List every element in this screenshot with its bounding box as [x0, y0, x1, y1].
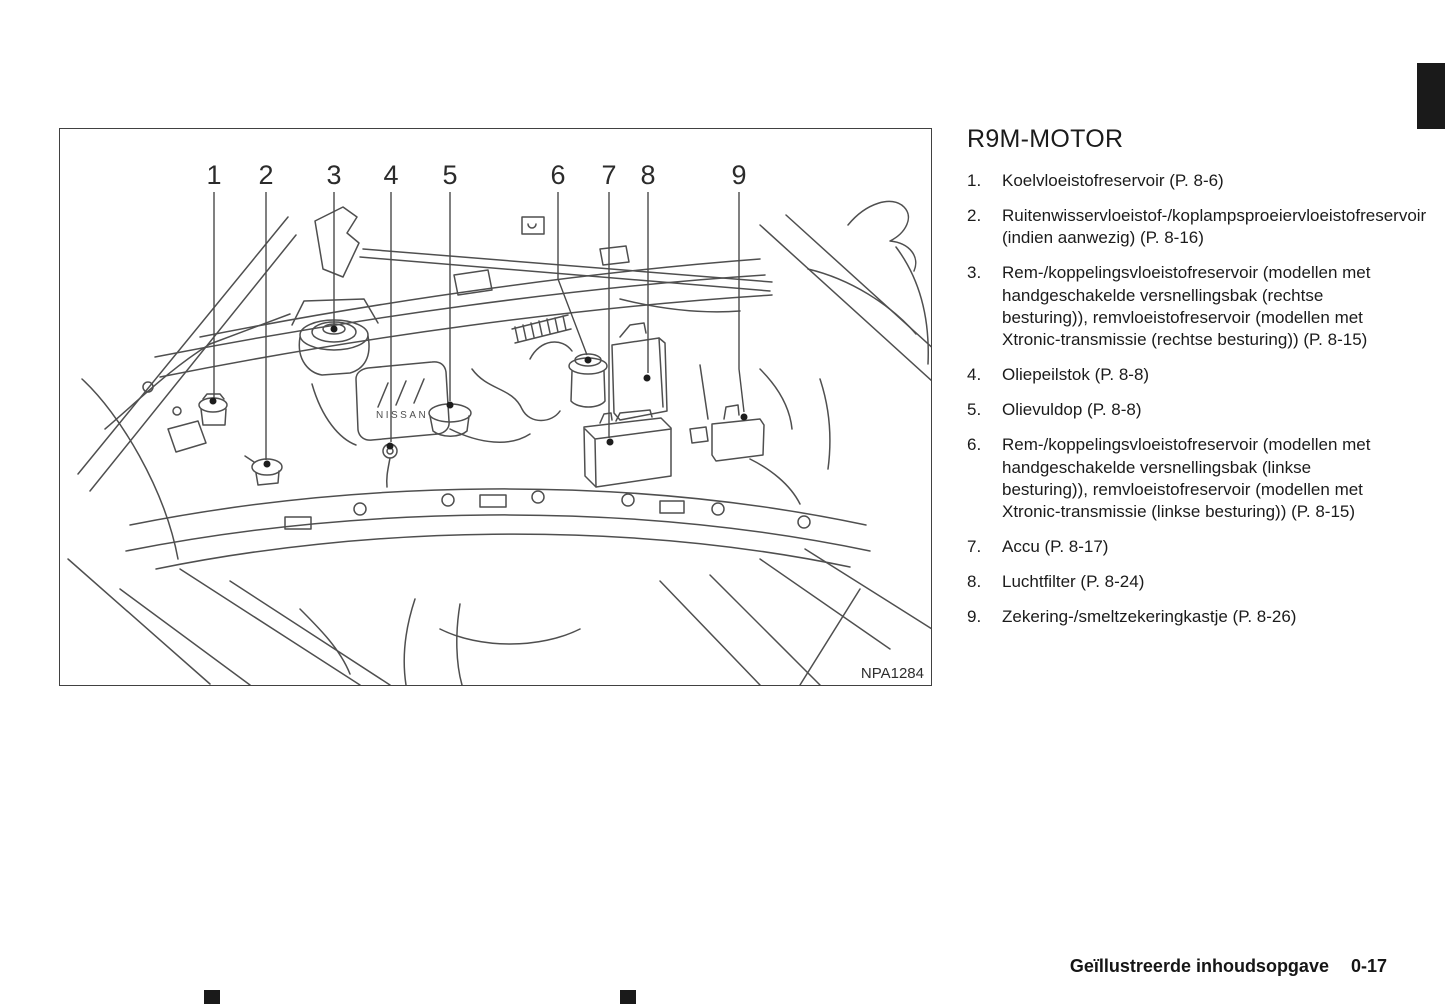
- callout-7: 7: [601, 160, 616, 190]
- section-edge-tab: [1417, 63, 1445, 129]
- legend-item-number: 5.: [967, 400, 982, 420]
- legend-column: R9M-MOTOR 1. Koelvloeistofreservoir (P. …: [967, 125, 1427, 641]
- page-footer: Geïllustreerde inhoudsopgave 0-17: [1070, 956, 1387, 977]
- engine-cover-brand-label: NISSAN: [376, 410, 428, 421]
- legend-item-number: 4.: [967, 365, 982, 385]
- callout-5: 5: [442, 160, 457, 190]
- footer-section-title: Geïllustreerde inhoudsopgave: [1069, 956, 1329, 976]
- legend-item-text: Rem-/koppelingsvloeistofreservoir (model…: [1002, 435, 1371, 522]
- figure-id-label: NPA1284: [861, 665, 924, 682]
- legend-item-number: 9.: [967, 607, 982, 627]
- legend-item-text: Oliepeilstok (P. 8-8): [1002, 365, 1150, 385]
- legend-item-4: 4. Oliepeilstok (P. 8-8): [967, 364, 1388, 386]
- callout-numbers: 1 2 3 4 5 6 7 8 9: [206, 160, 746, 190]
- legend-item-text: Accu (P. 8-17): [1002, 537, 1109, 557]
- callout-leader-lines: [213, 192, 745, 460]
- legend-item-text: Koelvloeistofreservoir (P. 8-6): [1002, 171, 1224, 190]
- binding-mark-left: [204, 990, 220, 1004]
- legend-item-number: 2.: [967, 205, 982, 225]
- legend-item-text: Luchtfilter (P. 8-24): [1002, 572, 1145, 592]
- callout-1: 1: [206, 160, 221, 190]
- callout-target-dots: [209, 325, 748, 468]
- legend-item-6: 6. Rem-/koppelingsvloeistofreservoir (mo…: [967, 434, 1388, 524]
- legend-item-number: 7.: [967, 537, 982, 557]
- callout-2: 2: [258, 160, 273, 190]
- legend-item-7: 7. Accu (P. 8-17): [967, 536, 1388, 558]
- binding-mark-right: [620, 990, 636, 1004]
- legend-item-text: Zekering-/smeltzekeringkastje (P. 8-26): [1002, 607, 1297, 627]
- legend-item-text: Rem-/koppelingsvloeistofreservoir (model…: [1002, 263, 1371, 350]
- legend-item-number: 3.: [967, 263, 982, 283]
- engine-bay-drawing: [67, 200, 931, 685]
- legend-item-number: 8.: [967, 572, 982, 592]
- callout-8: 8: [640, 160, 655, 190]
- callout-3: 3: [326, 160, 341, 190]
- legend-item-1: 1. Koelvloeistofreservoir (P. 8-6): [967, 170, 1388, 192]
- callout-4: 4: [383, 160, 398, 190]
- legend-item-3: 3. Rem-/koppelingsvloeistofreservoir (mo…: [967, 262, 1388, 352]
- legend-item-text: Ruitenwisservloeistof-/koplampsproeiervl…: [1002, 205, 1427, 248]
- callout-6: 6: [550, 160, 565, 190]
- legend-item-5: 5. Olievuldop (P. 8-8): [967, 399, 1388, 421]
- legend-item-text: Olievuldop (P. 8-8): [1002, 400, 1142, 420]
- footer-page-number: 0-17: [1350, 956, 1387, 976]
- section-heading: R9M-MOTOR: [967, 125, 1124, 153]
- legend-item-2: 2. Ruitenwisservloeistof-/koplampsproeie…: [967, 205, 1427, 250]
- engine-diagram-figure: 1 2 3 4 5 6 7 8 9 NISSAN NPA1284: [59, 128, 932, 686]
- engine-bay-illustration: 1 2 3 4 5 6 7 8 9 NISSAN NPA1284: [67, 160, 931, 685]
- legend-item-number: 1.: [967, 171, 982, 190]
- legend-item-8: 8. Luchtfilter (P. 8-24): [967, 571, 1388, 593]
- legend-item-9: 9. Zekering-/smeltzekeringkastje (P. 8-2…: [967, 606, 1388, 628]
- legend-item-number: 6.: [967, 435, 982, 455]
- callout-9: 9: [731, 160, 746, 190]
